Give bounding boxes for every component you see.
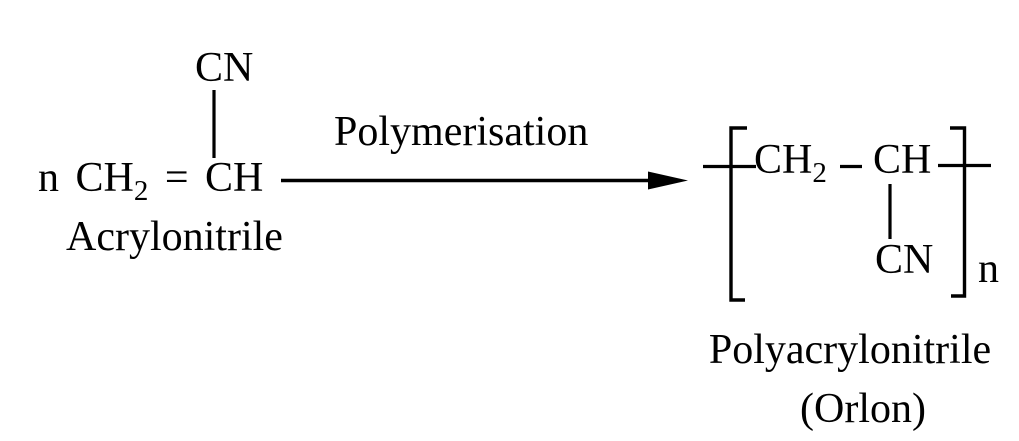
product-repeat-subscript: n [978, 246, 999, 292]
reactant-formula-main: n CH [38, 155, 134, 201]
reactant-formula-subscript: 2 [133, 175, 149, 207]
product-substituent: CN [875, 237, 934, 283]
arrow-head [648, 171, 688, 190]
product-unit-ch2-subscript: 2 [812, 157, 827, 189]
right-bracket [950, 126, 967, 298]
product-unit-ch2: CH2 [754, 139, 827, 188]
left-bracket [729, 126, 747, 302]
reactant-formula-suffix: = CH [148, 155, 264, 201]
product-unit-ch: CH [873, 137, 932, 183]
reactant-name-label: Acrylonitrile [66, 214, 283, 260]
product-unit-ch2-text: CH [754, 137, 813, 183]
product-name-block: Polyacrylonitrile (Orlon) [680, 329, 1019, 430]
arrow-condition-label: Polymerisation [334, 109, 589, 155]
product-name-label: Polyacrylonitrile [708, 327, 992, 373]
reactant-substituent: CN [195, 45, 254, 91]
reactant-formula: n CH2 = CH [38, 157, 263, 206]
product-trade-name-label: (Orlon) [800, 386, 926, 432]
